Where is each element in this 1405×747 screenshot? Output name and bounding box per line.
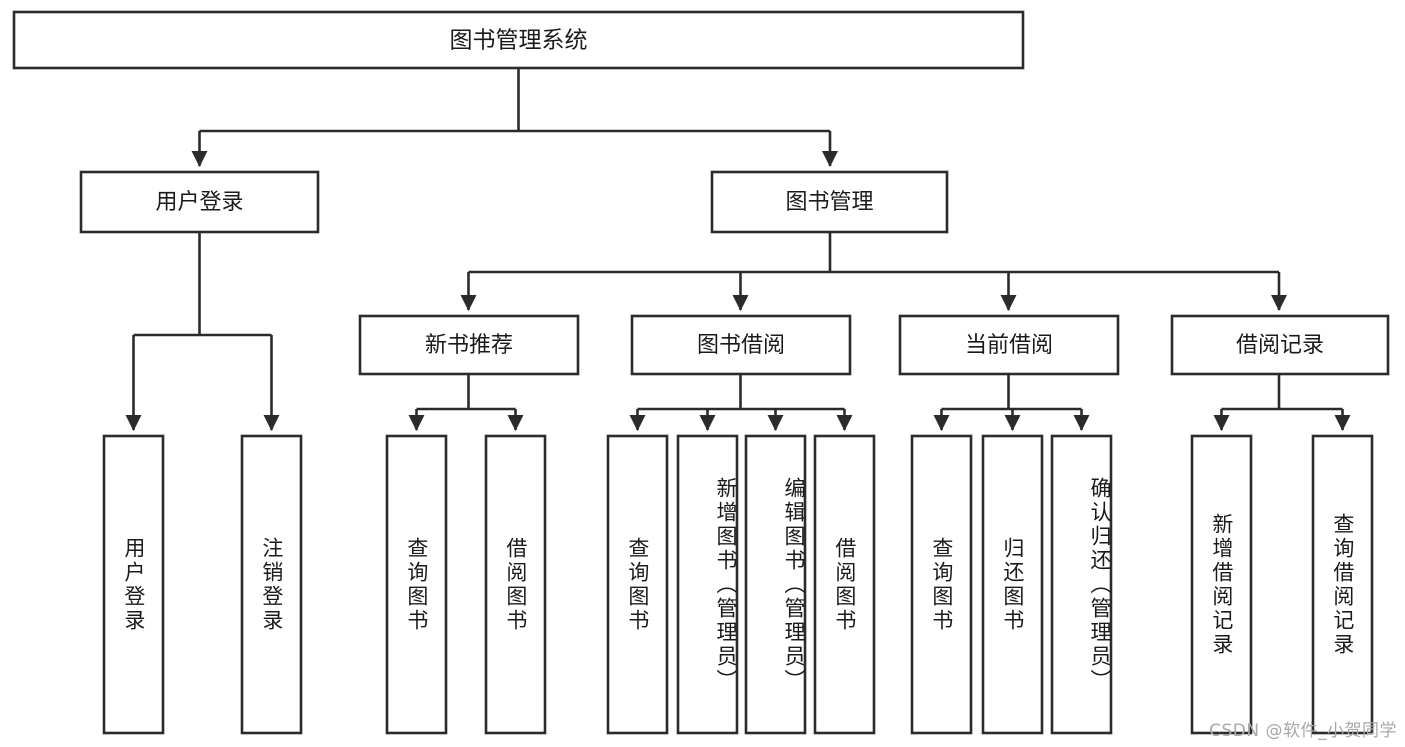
- node-label-borrow-record: 借阅记录: [1236, 333, 1324, 358]
- node-box-leaf-confirm-return[interactable]: [1050, 434, 1113, 735]
- node-box-leaf-user-login[interactable]: [102, 434, 165, 735]
- connector-group-new-book-rec: [408, 374, 524, 431]
- node-box-leaf-borrow-book-2[interactable]: [813, 434, 876, 735]
- connector-group-root: [191, 68, 839, 167]
- node-box-leaf-query-book-2[interactable]: [606, 434, 669, 735]
- connector-group-current-borrow: [933, 374, 1090, 431]
- node-box-leaf-query-book-1[interactable]: [385, 434, 448, 735]
- node-label-book-borrow: 图书借阅: [697, 333, 785, 358]
- node-box-leaf-query-record[interactable]: [1311, 434, 1374, 735]
- node-box-user-login[interactable]: [79, 170, 320, 234]
- node-box-leaf-add-record[interactable]: [1190, 434, 1253, 735]
- node-box-leaf-add-book[interactable]: [676, 434, 739, 735]
- connector-group-book-borrow: [629, 374, 853, 431]
- node-box-leaf-return-book[interactable]: [981, 434, 1044, 735]
- node-label-book-manage: 图书管理: [785, 190, 873, 215]
- node-box-leaf-borrow-book-1[interactable]: [484, 434, 547, 735]
- watermark-text: CSDN @软件_小贺同学: [1209, 721, 1397, 741]
- connector-group-book-manage: [460, 232, 1288, 311]
- node-boxes: 图书管理系统 用户登录 图书管理 新书推荐 图书借阅 当前借阅 借阅记录: [12, 10, 1390, 735]
- node-box-book-manage[interactable]: [710, 170, 949, 234]
- node-box-new-book-rec[interactable]: [358, 314, 580, 376]
- node-box-leaf-user-logout[interactable]: [240, 434, 303, 735]
- node-box-leaf-query-book-3[interactable]: [910, 434, 973, 735]
- node-box-book-borrow[interactable]: [630, 314, 852, 376]
- node-label-new-book-rec: 新书推荐: [425, 333, 513, 358]
- node-box-current-borrow[interactable]: [898, 314, 1120, 376]
- connector-group-user-login: [125, 232, 280, 431]
- node-label-root: 图书管理系统: [450, 28, 588, 54]
- node-box-root[interactable]: [12, 10, 1025, 70]
- connector-group-borrow-record: [1213, 374, 1351, 431]
- node-label-user-login: 用户登录: [155, 190, 243, 215]
- node-label-current-borrow: 当前借阅: [965, 333, 1053, 358]
- node-box-borrow-record[interactable]: [1170, 314, 1390, 376]
- node-box-leaf-edit-book[interactable]: [744, 434, 807, 735]
